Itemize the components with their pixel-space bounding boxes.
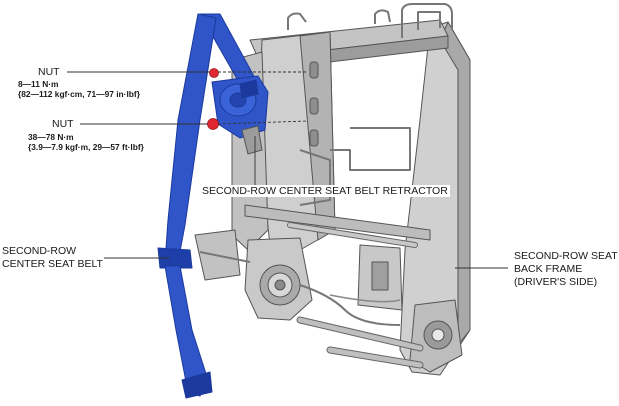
frame-label-line3: (DRIVER'S SIDE) [514, 276, 598, 288]
retractor-label: SECOND-ROW CENTER SEAT BELT RETRACTOR [200, 185, 450, 198]
leader-nut-lower-dashed [217, 120, 309, 125]
nut-lower-torque-alt: {3.9—7.9 kgf·m, 29—57 ft·lbf} [28, 142, 144, 152]
nut-lower-marker [207, 118, 219, 130]
frame-label-line2: BACK FRAME [514, 263, 583, 275]
nut-upper-marker [209, 68, 219, 78]
belt-label-line2: CENTER SEAT BELT [2, 258, 103, 270]
belt-label-line1: SECOND-ROW [2, 245, 77, 257]
nut-lower-label: NUT [52, 118, 74, 130]
nut-upper-label: NUT [38, 66, 60, 78]
frame-label-line1: SECOND-ROW SEAT [514, 250, 618, 262]
nut-upper-torque-alt: {82—112 kgf·cm, 71—97 in·lbf} [18, 89, 140, 99]
leader-lines [67, 71, 508, 269]
nut-lower-torque-nm: 38—78 N·m [28, 132, 74, 142]
seat-belt-webbing [157, 13, 256, 399]
nut-upper-torque-nm: 8—11 N·m [18, 79, 59, 89]
